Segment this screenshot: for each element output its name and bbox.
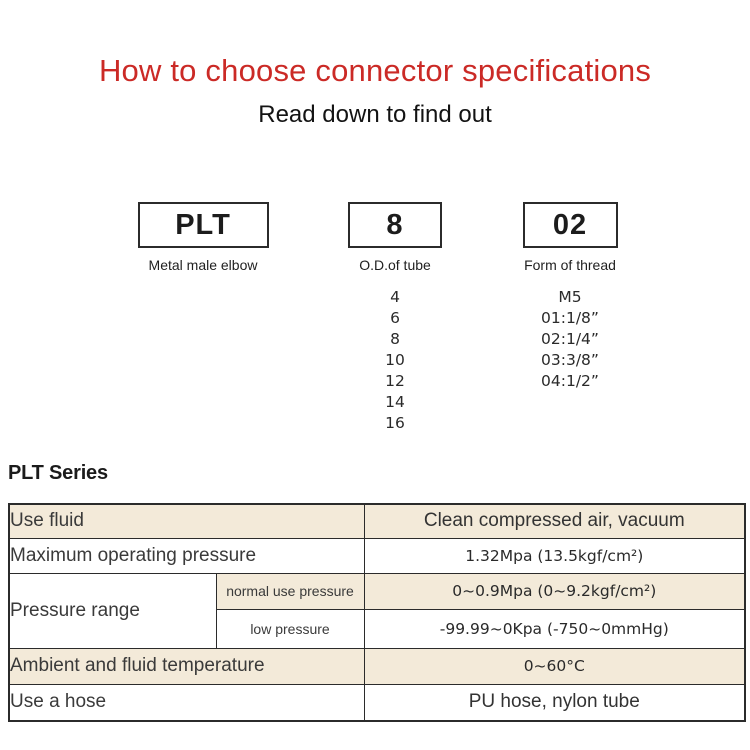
- tube-size-options: 4 6 8 10 12 14 16: [385, 288, 405, 432]
- table-row: Pressure range normal use pressure 0~0.9…: [8, 572, 746, 649]
- code-segment-tube-od: 8 O.D.of tube 4 6 8 10 12 14 16: [295, 202, 495, 434]
- page-title: How to choose connector specifications: [98, 53, 652, 88]
- table-row: Use fluid Clean compressed air, vacuum: [8, 503, 746, 539]
- table-row: low pressure -99.99~0Kpa (-750~0mmHg): [9, 608, 746, 649]
- spec-value-max-pressure: 1.32Mpa (13.5kgf/cm²): [363, 537, 746, 574]
- spec-value-hose: PU hose, nylon tube: [363, 683, 746, 722]
- series-heading: PLT Series: [8, 462, 108, 484]
- code-segment-series: PLT Metal male elbow: [103, 202, 303, 287]
- spec-label-hose: Use a hose: [8, 683, 365, 722]
- code-label-thread: Form of thread: [524, 257, 616, 273]
- table-row: Use a hose PU hose, nylon tube: [8, 683, 746, 722]
- spec-label-pressure-range: Pressure range: [8, 572, 217, 649]
- spec-value-normal-pressure: 0~0.9Mpa (0~9.2kgf/cm²): [363, 572, 746, 610]
- table-row: Maximum operating pressure 1.32Mpa (13.5…: [8, 537, 746, 574]
- table-row: Ambient and fluid temperature 0~60°C: [8, 647, 746, 685]
- spec-sublabel-normal-pressure: normal use pressure: [215, 572, 365, 610]
- spec-label-use-fluid: Use fluid: [8, 503, 365, 539]
- code-label-series: Metal male elbow: [148, 257, 258, 273]
- code-segment-thread: 02 Form of thread M5 01:1/8” 02:1/4” 03:…: [470, 202, 670, 392]
- code-box-thread: 02: [522, 202, 618, 248]
- spec-value-ambient-temp: 0~60°C: [363, 647, 746, 685]
- spec-label-ambient-temp: Ambient and fluid temperature: [8, 647, 365, 685]
- spec-sublabel-low-pressure: low pressure: [215, 608, 365, 649]
- code-box-series: PLT: [137, 202, 269, 248]
- thread-form-options: M5 01:1/8” 02:1/4” 03:3/8” 04:1/2”: [541, 288, 599, 390]
- spec-label-max-pressure: Maximum operating pressure: [8, 537, 365, 574]
- spec-value-use-fluid: Clean compressed air, vacuum: [363, 503, 746, 539]
- page-subtitle: Read down to find out: [258, 101, 492, 128]
- code-label-tube-od: O.D.of tube: [359, 257, 431, 273]
- spec-value-low-pressure: -99.99~0Kpa (-750~0mmHg): [363, 608, 746, 649]
- code-box-tube-od: 8: [348, 202, 442, 248]
- spec-table: Use fluid Clean compressed air, vacuum M…: [8, 503, 747, 722]
